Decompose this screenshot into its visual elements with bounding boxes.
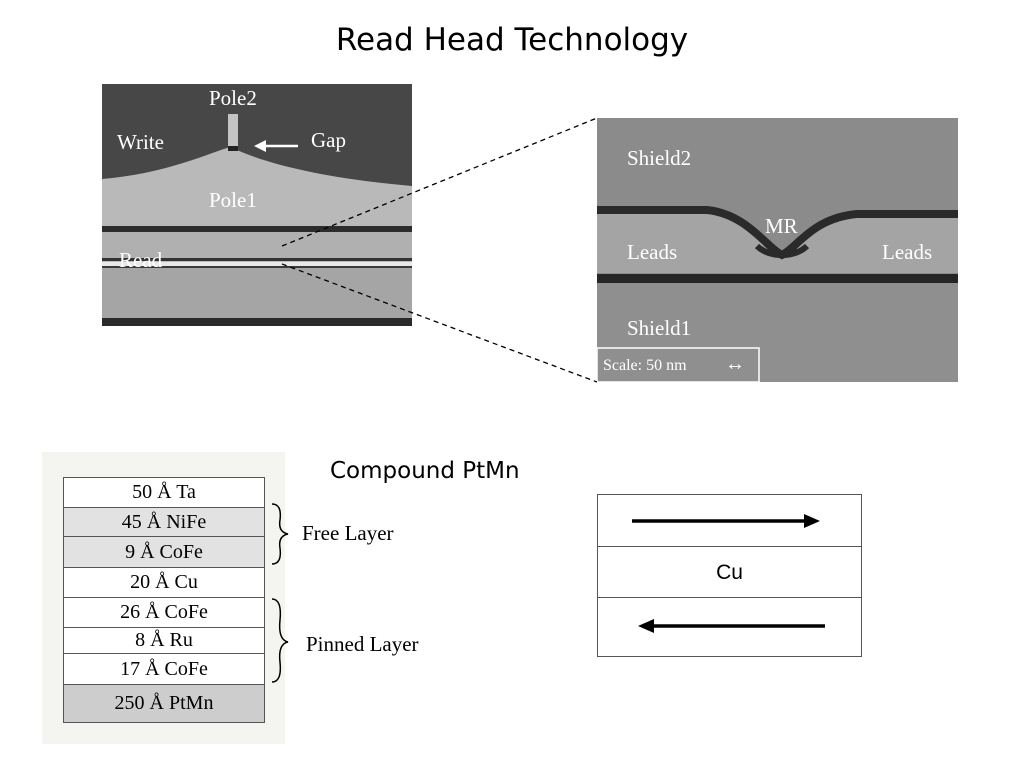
free-layer-label: Free Layer [302,521,394,545]
layer-row: 26 Å CoFe [63,597,265,628]
shield2-label: Shield2 [627,146,692,170]
mr-micrograph-image [597,118,958,382]
layer-row: 20 Å Cu [63,567,265,598]
gap-label: Gap [311,128,346,152]
shield1-label: Shield1 [627,316,692,340]
scale-label: Scale: 50 nm [603,357,687,374]
layer-row: 50 Å Ta [63,477,265,508]
slide-title: Read Head Technology [335,22,689,58]
cu-spacer-layer: Cu [597,546,862,598]
read-label: Read [119,248,163,272]
mr-label: MR [765,214,798,238]
left-arrow-icon [638,619,825,633]
leads-right-label: Leads [882,240,933,264]
pinned-layer-label: Pinned Layer [306,632,419,656]
leads-left-label: Leads [627,240,678,264]
pole1-label: Pole1 [209,188,257,212]
bottom-magnet-layer [597,597,862,657]
layer-row: 45 Å NiFe [63,507,265,537]
write-label: Write [117,130,164,154]
layer-row: 9 Å CoFe [63,536,265,568]
mr-sensor-micrograph: Shield2 MR Leads Leads Shield1 Scale: 50… [597,118,958,382]
micrograph-image [102,84,412,326]
pole2-label: Pole2 [209,86,257,110]
compound-title: Compound PtMn [330,458,520,484]
right-arrow-icon [632,514,820,528]
scale-arrow-icon: ↔ [725,353,745,375]
cu-label: Cu [716,561,743,584]
write-read-head-micrograph: Pole2 Write Gap Pole1 Read [102,84,412,326]
layer-row: 250 Å PtMn [63,684,265,723]
top-magnet-layer [597,494,862,547]
